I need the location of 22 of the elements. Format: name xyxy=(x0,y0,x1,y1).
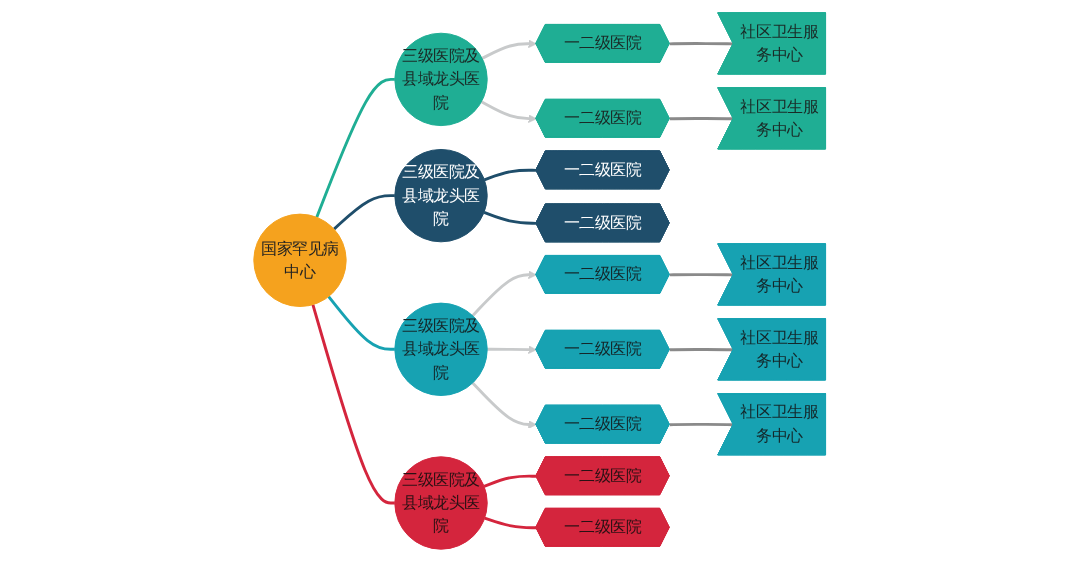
connector xyxy=(333,194,396,231)
arrow xyxy=(471,270,538,317)
connector xyxy=(315,77,396,218)
connector xyxy=(311,304,396,505)
arrow xyxy=(471,381,538,429)
arrow xyxy=(481,100,538,123)
connector xyxy=(669,422,734,427)
connector xyxy=(484,168,537,182)
node-circle: 国家罕见病中心 xyxy=(253,213,347,307)
arrow xyxy=(481,39,538,60)
connector xyxy=(483,474,537,488)
node-circle: 三级医院及县域龙头医院 xyxy=(394,302,489,396)
connector xyxy=(669,42,734,46)
connector xyxy=(669,273,734,277)
arrow xyxy=(487,345,538,354)
connector xyxy=(669,348,734,352)
connector xyxy=(669,117,734,121)
node-circle: 三级医院及县域龙头医院 xyxy=(394,32,489,127)
node-circle: 三级医院及县域龙头医院 xyxy=(394,456,489,550)
connector xyxy=(483,210,537,225)
connector xyxy=(484,516,537,530)
connector xyxy=(327,295,396,351)
